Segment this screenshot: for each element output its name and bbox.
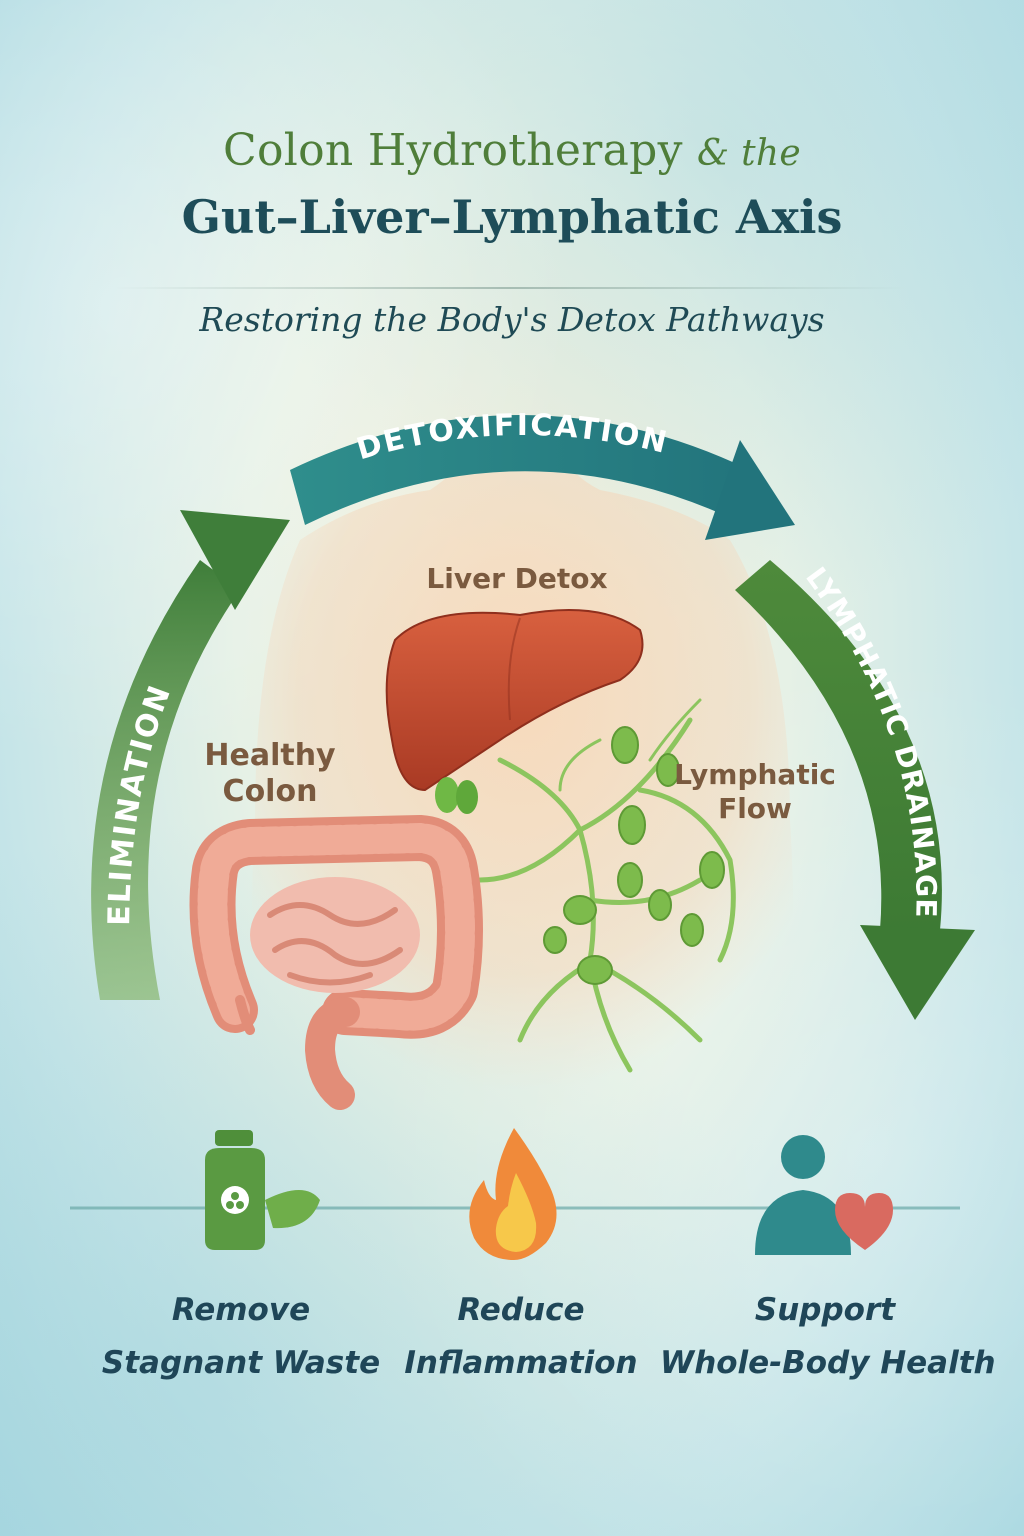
lymphatic-label-line-1: Lymphatic <box>674 758 836 791</box>
benefit-1-line-2: Stagnant Waste <box>101 1344 381 1381</box>
colon-illustration <box>189 815 483 1110</box>
benefit-reduce-inflammation: Reduce Inflammation <box>356 1284 686 1389</box>
colon-label-line-1: Healthy <box>204 738 336 773</box>
subtitle: Restoring the Body's Detox Pathways <box>199 300 825 339</box>
person-heart-icon <box>755 1135 893 1255</box>
benefit-remove-waste: Remove Stagnant Waste <box>76 1284 406 1389</box>
detoxification-arrow: DETOXIFICATION <box>290 408 795 540</box>
benefit-whole-body-health: Support Whole-Body Health <box>660 1284 996 1389</box>
liver-label: Liver Detox <box>426 562 608 595</box>
lymph-nodes <box>543 726 725 985</box>
title-block: Colon Hydrotherapy & the Gut–Liver–Lymph… <box>0 125 1024 244</box>
flame-icon <box>469 1128 557 1260</box>
benefit-2-line-2: Inflammation <box>404 1344 638 1381</box>
supplement-bottle-icon <box>205 1130 320 1250</box>
title-line-2: Gut–Liver–Lymphatic Axis <box>181 190 843 244</box>
lymphatic-label: Lymphatic Flow <box>670 758 840 825</box>
title-line-1: Colon Hydrotherapy & the <box>0 125 1024 176</box>
liver-illustration <box>385 609 644 814</box>
lymphatic-network <box>477 698 736 1073</box>
lymphatic-label-line-2: Flow <box>718 791 792 825</box>
benefit-2-line-1: Reduce <box>457 1292 585 1328</box>
title-divider <box>115 287 905 289</box>
benefit-3-line-1: Support <box>754 1292 896 1328</box>
benefit-1-line-1: Remove <box>171 1292 311 1328</box>
benefit-3-line-2: Whole-Body Health <box>660 1344 996 1381</box>
colon-label-line-2: Colon <box>222 774 318 809</box>
colon-label: Healthy Colon <box>185 738 355 810</box>
title-main: Colon Hydrotherapy <box>223 125 683 176</box>
title-ampersand: & the <box>697 133 801 174</box>
